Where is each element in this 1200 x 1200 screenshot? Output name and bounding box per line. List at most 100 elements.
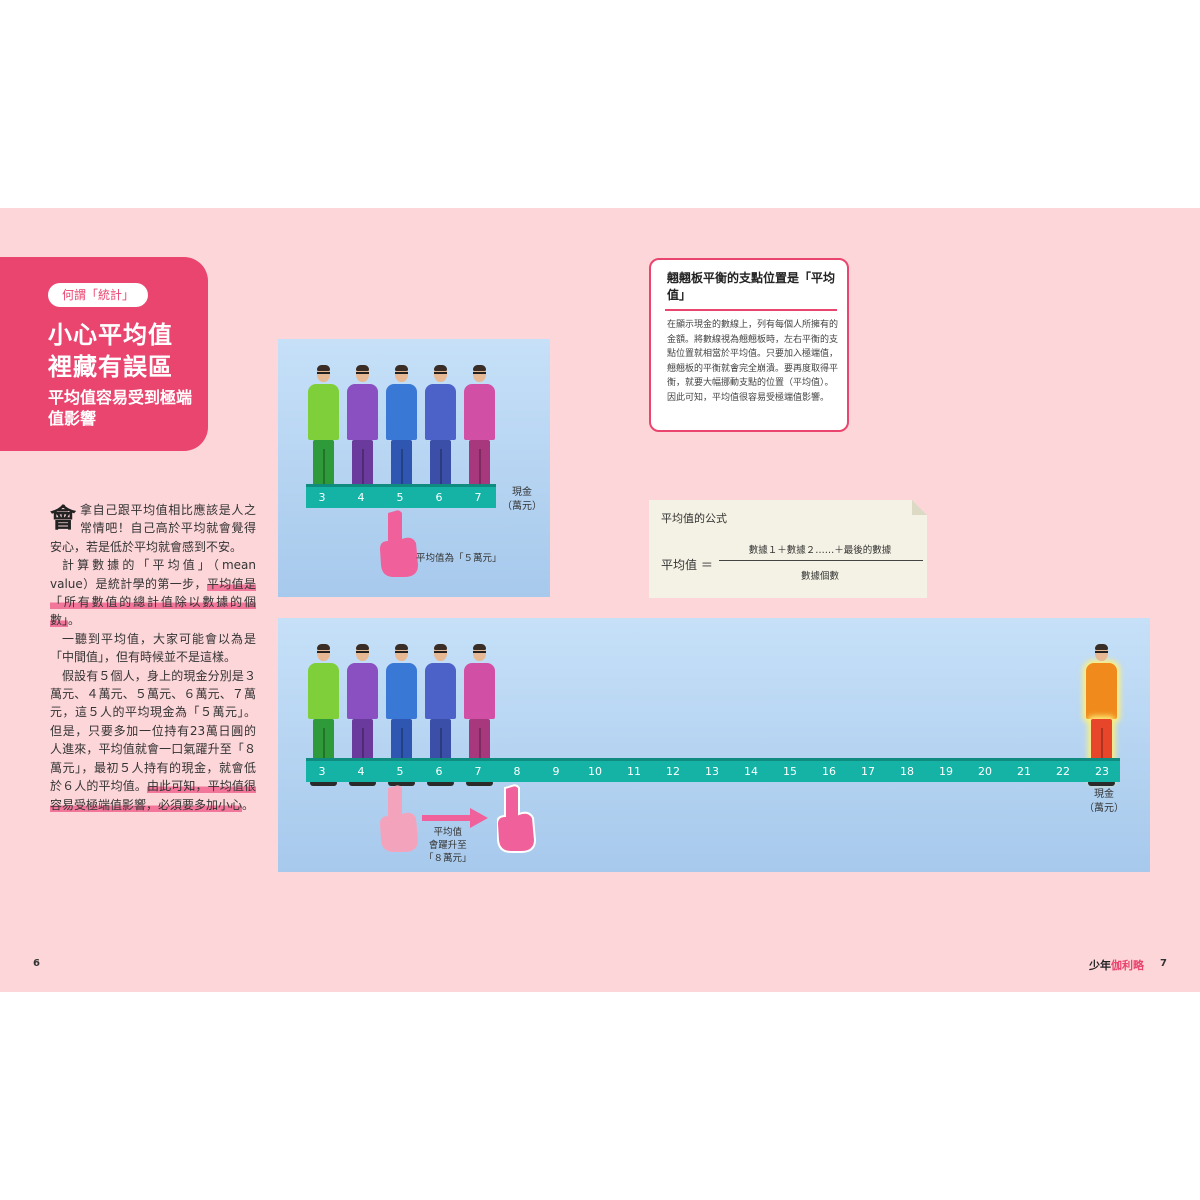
- person-glasses: [395, 372, 408, 377]
- person-shoes: [466, 780, 493, 786]
- person-shirt: [1086, 663, 1117, 719]
- article-body: 會拿自己跟平均值相比應該是人之常情吧！自己高於平均就會覺得安心，若是低於平均就會…: [50, 501, 256, 814]
- new-mean-caption: 平均值 會躍升至 「８萬元」: [424, 826, 472, 865]
- tick-label: 13: [705, 765, 719, 778]
- person-legs: [323, 728, 325, 781]
- tick-label: 12: [666, 765, 680, 778]
- arrow-right-icon: [422, 808, 488, 828]
- person-shirt: [386, 384, 417, 440]
- page-number-left: 6: [33, 958, 40, 969]
- tick-label: 8: [513, 765, 521, 778]
- person-legs: [440, 449, 442, 502]
- tick-label: 10: [588, 765, 602, 778]
- formula-numerator: 數據１＋數據２……＋最後的數據: [748, 545, 892, 556]
- person-shirt: [464, 663, 495, 719]
- tick-label: 5: [396, 765, 404, 778]
- person-shirt: [308, 663, 339, 719]
- person-shirt: [347, 384, 378, 440]
- seesaw-info-box: 翹翹板平衡的支點位置是「平均值」 在顯示現金的數線上，列有每個人所擁有的金額。將…: [649, 258, 849, 432]
- caption-line-2: 會躍升至: [428, 840, 467, 851]
- person-glasses: [356, 651, 369, 656]
- mean-caption: 平均值為「５萬元」: [416, 553, 502, 564]
- formula-denominator: 數據個數: [800, 571, 839, 582]
- person-hair: [317, 644, 330, 650]
- note-fold-corner: [912, 500, 927, 515]
- info-box-title: 翹翹板平衡的支點位置是「平均值」: [667, 271, 836, 302]
- person-legs: [440, 728, 442, 781]
- tick-label: 4: [357, 765, 365, 778]
- tick-label: 7: [474, 491, 482, 504]
- person: [382, 644, 421, 786]
- paragraph-1: 會拿自己跟平均值相比應該是人之常情吧！自己高於平均就會覺得安心，若是低於平均就會…: [50, 501, 256, 556]
- brand-part-1: 少年: [1089, 959, 1111, 972]
- person-hair: [356, 644, 369, 650]
- tick-label: 21: [1017, 765, 1031, 778]
- person-hair: [395, 365, 408, 371]
- paragraph-2-text-a: 計算數據的「平均值」（mean value）是統計學的第一步，: [50, 558, 256, 591]
- person-shirt: [347, 663, 378, 719]
- axis-label-line-2: （萬元）: [1084, 803, 1124, 814]
- person-glasses: [317, 372, 330, 377]
- info-box-text: 在顯示現金的數線上，列有每個人所擁有的金額。將數線視為翹翹板時，左右平衡的支點位…: [667, 320, 839, 403]
- tick-label: 16: [822, 765, 836, 778]
- section-title-block: 何謂「統計」 小心平均值 裡藏有誤區 平均值容易受到極端值影響: [0, 257, 208, 451]
- person-shirt: [386, 663, 417, 719]
- person-legs: [323, 449, 325, 502]
- info-box-divider: [665, 309, 837, 311]
- person-shoes: [349, 780, 376, 786]
- paragraph-4-text-b: 。: [242, 797, 255, 812]
- person-glasses: [1095, 651, 1108, 656]
- person-hair: [473, 644, 486, 650]
- tick-label: 23: [1095, 765, 1109, 778]
- formula-lhs: 平均值 ＝: [661, 558, 713, 572]
- new-mean-finger-icon: [497, 784, 537, 853]
- formula-title: 平均值的公式: [661, 512, 727, 525]
- tick-label: 19: [939, 765, 953, 778]
- tick-label: 11: [627, 765, 641, 778]
- person-shirt: [464, 384, 495, 440]
- person-glasses: [473, 651, 486, 656]
- axis-label: 現金 （萬元）: [502, 486, 542, 514]
- paragraph-3: 一聽到平均值，大家可能會以為是「中間值」，但有時候並不是這樣。: [50, 631, 256, 665]
- page-title-line-2: 裡藏有誤區: [48, 353, 173, 381]
- book-spread: 何謂「統計」 小心平均值 裡藏有誤區 平均值容易受到極端值影響 會拿自己跟平均值…: [0, 208, 1200, 992]
- person-legs: [1101, 728, 1103, 781]
- axis-label-line-1: 現金: [1094, 789, 1114, 800]
- person-hair: [434, 644, 447, 650]
- person-shirt: [425, 384, 456, 440]
- axis-label: 現金 （萬元）: [1084, 788, 1124, 816]
- tick-label: 6: [435, 491, 443, 504]
- tick-label: 4: [357, 491, 365, 504]
- pointing-finger-icon: [380, 510, 418, 577]
- person-shoes: [427, 780, 454, 786]
- person-glasses: [356, 372, 369, 377]
- tick-label: 22: [1056, 765, 1070, 778]
- axis-label-line-2: （萬元）: [502, 501, 542, 512]
- tick-label: 3: [318, 491, 326, 504]
- person-hair: [395, 644, 408, 650]
- page-title: 小心平均值 裡藏有誤區: [48, 319, 173, 383]
- axis-label-line-1: 現金: [512, 487, 532, 498]
- person-hair: [434, 365, 447, 371]
- person-hair: [1095, 644, 1108, 650]
- paragraph-1-text: 拿自己跟平均值相比應該是人之常情吧！自己高於平均就會覺得安心，若是低於平均就會感…: [50, 503, 256, 554]
- person-shirt: [308, 384, 339, 440]
- tick-label: 3: [318, 765, 326, 778]
- person-shoes: [388, 780, 415, 786]
- tick-label: 9: [552, 765, 560, 778]
- person-legs: [479, 449, 481, 502]
- paragraph-4: 假設有５個人，身上的現金分別是３萬元、４萬元、５萬元、６萬元、７萬元，這５人的平…: [50, 667, 256, 814]
- section-tag: 何謂「統計」: [48, 283, 148, 307]
- tick-label: 15: [783, 765, 797, 778]
- caption-line-1: 平均值: [433, 827, 463, 838]
- person-hair: [473, 365, 486, 371]
- person-glasses: [473, 372, 486, 377]
- person-shoes: [1088, 780, 1115, 786]
- person-legs: [362, 728, 364, 781]
- fraction-bar: [719, 560, 923, 561]
- page-title-line-1: 小心平均值: [48, 321, 173, 349]
- person-legs: [362, 449, 364, 502]
